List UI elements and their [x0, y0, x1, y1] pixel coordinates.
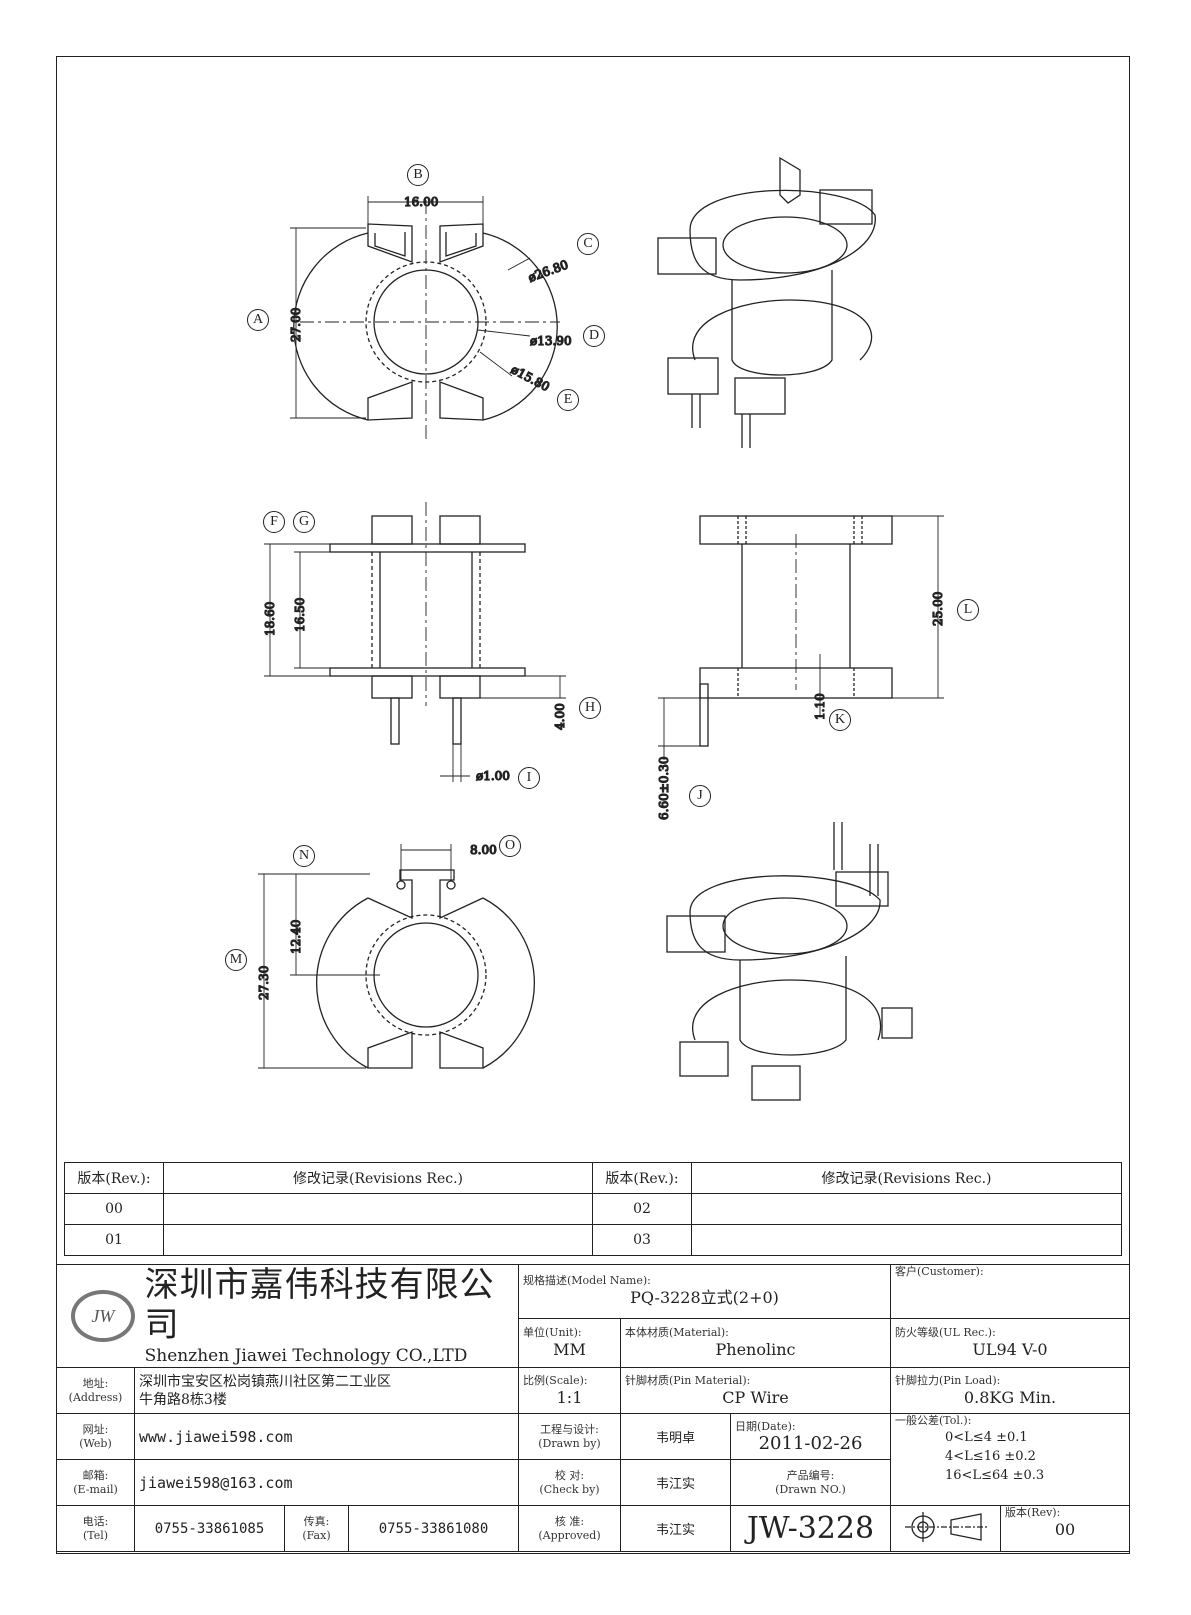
- marker-j: J: [689, 785, 711, 807]
- marker-c: C: [577, 233, 599, 255]
- company-block: JW 深圳市嘉伟科技有限公司 Shenzhen Jiawei Technolog…: [56, 1264, 519, 1368]
- check-value: 韦江实: [620, 1459, 731, 1506]
- marker-l: L: [957, 599, 979, 621]
- rev-cell: 版本(Rev): 00: [1000, 1505, 1130, 1552]
- flange-outline-right: [482, 232, 558, 421]
- marker-o: O: [499, 835, 521, 857]
- tel-label: 电话: (Tel): [56, 1505, 135, 1552]
- marker-h: H: [579, 697, 601, 719]
- marker-e: E: [557, 389, 579, 411]
- rev-cell: 00: [64, 1193, 164, 1225]
- drawn-label: 工程与设计: (Drawn by): [518, 1413, 621, 1460]
- rec-header-1: 修改记录(Revisions Rec.): [163, 1162, 593, 1194]
- fax-label: 传真: (Fax): [284, 1505, 349, 1552]
- technical-drawing: 16.00 27.00 ø26.80 ø13.90 ø15.80 18.60: [256, 156, 946, 1101]
- marker-m: M: [225, 949, 247, 971]
- dim-g-value: 16.50: [293, 598, 307, 632]
- web-value: www.jiawei598.com: [134, 1413, 519, 1460]
- email-value: jiawei598@163.com: [134, 1459, 519, 1506]
- approved-label: 核 准: (Approved): [518, 1505, 621, 1552]
- dim-k-value: 1.10: [813, 693, 827, 720]
- scale-cell: 比例(Scale): 1:1: [518, 1367, 621, 1414]
- marker-k: K: [829, 709, 851, 731]
- title-block: JW 深圳市嘉伟科技有限公司 Shenzhen Jiawei Technolog…: [56, 1264, 1130, 1552]
- drawing-number: JW-3228: [730, 1505, 891, 1552]
- flange-outline-left: [293, 232, 369, 421]
- drawn-value: 韦明卓: [620, 1413, 731, 1460]
- material-cell: 本体材质(Material): Phenolinc: [620, 1317, 891, 1369]
- company-name-cn: 深圳市嘉伟科技有限公司: [144, 1265, 495, 1345]
- bottom-view: [258, 844, 536, 1069]
- dim-j-value: 6.60±0.30: [657, 757, 671, 821]
- marker-b: B: [407, 164, 429, 186]
- web-label: 网址: (Web): [56, 1413, 135, 1460]
- isometric-view-top: [657, 156, 876, 448]
- marker-f: F: [263, 511, 285, 533]
- dim-i-value: ø1.00: [476, 769, 510, 783]
- tel-value: 0755-33861085: [134, 1505, 285, 1552]
- company-name-en: Shenzhen Jiawei Technology CO.,LTD: [144, 1346, 468, 1366]
- unit-cell: 单位(Unit): MM: [518, 1317, 621, 1369]
- company-logo: JW: [71, 1290, 135, 1342]
- pin-load-cell: 针脚拉力(Pin Load): 0.8KG Min.: [890, 1367, 1130, 1414]
- model-cell: 规格描述(Model Name): PQ-3228立式(2+0): [518, 1264, 891, 1319]
- dim-l-value: 25.00: [931, 592, 945, 626]
- dim-m-value: 27.30: [257, 966, 271, 1000]
- front-view: [264, 502, 566, 782]
- drawing-frame: [56, 56, 1130, 1554]
- tolerance-cell: 一般公差(Tol.): 0<L≤4 ±0.1 4<L≤16 ±0.2 16<L≤…: [890, 1413, 1130, 1506]
- rev-header-1: 版本(Rev.):: [64, 1162, 164, 1194]
- dim-n-value: 12.40: [289, 920, 303, 954]
- check-label: 校 对: (Check by): [518, 1459, 621, 1506]
- dim-o-value: 8.00: [470, 843, 497, 857]
- approved-value: 韦江实: [620, 1505, 731, 1552]
- drawno-label: 产品编号: (Drawn NO.): [730, 1459, 891, 1506]
- rev-cell: 02: [592, 1193, 692, 1225]
- projection-symbol: [890, 1505, 1001, 1552]
- dim-d-value: ø13.90: [530, 334, 572, 348]
- isometric-view-bottom: [666, 822, 913, 1101]
- rec-header-2: 修改记录(Revisions Rec.): [691, 1162, 1122, 1194]
- rev-header-2: 版本(Rev.):: [592, 1162, 692, 1194]
- address-label: 地址: (Address): [56, 1367, 135, 1414]
- dim-f-value: 18.60: [263, 602, 277, 636]
- dim-b-value: 16.00: [404, 195, 438, 209]
- customer-cell: 客户(Customer):: [890, 1264, 1130, 1319]
- model-value: PQ-3228立式(2+0): [630, 1288, 779, 1308]
- marker-d: D: [583, 325, 605, 347]
- table-row: 01 03: [64, 1224, 1122, 1256]
- date-cell: 日期(Date): 2011-02-26: [730, 1413, 891, 1460]
- top-view: [290, 196, 560, 440]
- revision-table: 版本(Rev.): 修改记录(Revisions Rec.) 版本(Rev.):…: [64, 1162, 1122, 1256]
- rev-cell: 01: [64, 1224, 164, 1256]
- ul-cell: 防火等级(UL Rec.): UL94 V-0: [890, 1317, 1130, 1369]
- marker-g: G: [293, 511, 315, 533]
- address-value: 深圳市宝安区松岗镇燕川社区第二工业区 牛角路8栋3楼: [134, 1367, 519, 1414]
- email-label: 邮箱: (E-mail): [56, 1459, 135, 1506]
- side-view: [658, 515, 944, 760]
- dim-h-value: 4.00: [553, 703, 567, 730]
- third-angle-projection-icon: [904, 1511, 987, 1542]
- table-row: 00 02: [64, 1193, 1122, 1225]
- fax-value: 0755-33861080: [348, 1505, 519, 1552]
- dim-e-value: ø15.80: [509, 362, 552, 394]
- rev-cell: 03: [592, 1224, 692, 1256]
- marker-i: I: [518, 767, 540, 789]
- pin-material-cell: 针脚材质(Pin Material): CP Wire: [620, 1367, 891, 1414]
- dim-a-value: 27.00: [289, 308, 303, 342]
- marker-n: N: [293, 845, 315, 867]
- marker-a: A: [247, 309, 269, 331]
